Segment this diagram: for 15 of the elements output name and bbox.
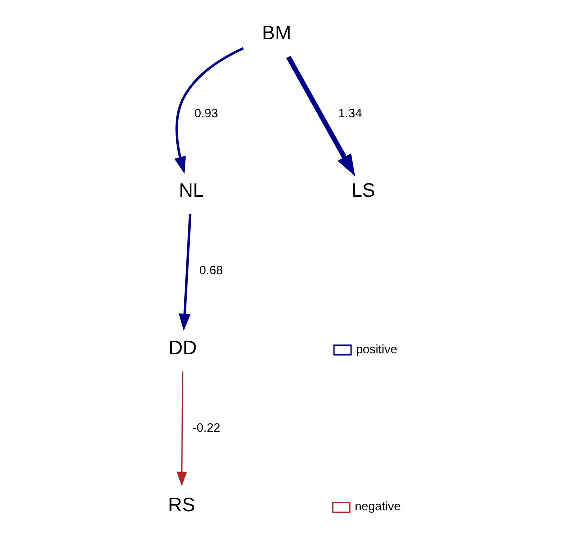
- legend-label: positive: [356, 342, 398, 356]
- legend-label: negative: [354, 500, 401, 514]
- arrow: [176, 372, 187, 487]
- arrow: [286, 56, 355, 177]
- node-text: NL: [178, 180, 204, 202]
- node-text: DD: [168, 337, 197, 360]
- edge-label: 1.34: [338, 106, 362, 120]
- node-text: BM: [262, 22, 292, 45]
- edge-label: 0.68: [198, 264, 223, 278]
- arrow: [174, 47, 244, 174]
- edge-label: 0.93: [194, 106, 218, 120]
- edge-label: -0.22: [192, 420, 220, 435]
- node-text: RS: [168, 494, 195, 517]
- arrow: [178, 214, 192, 332]
- node-text: LS: [351, 180, 375, 202]
